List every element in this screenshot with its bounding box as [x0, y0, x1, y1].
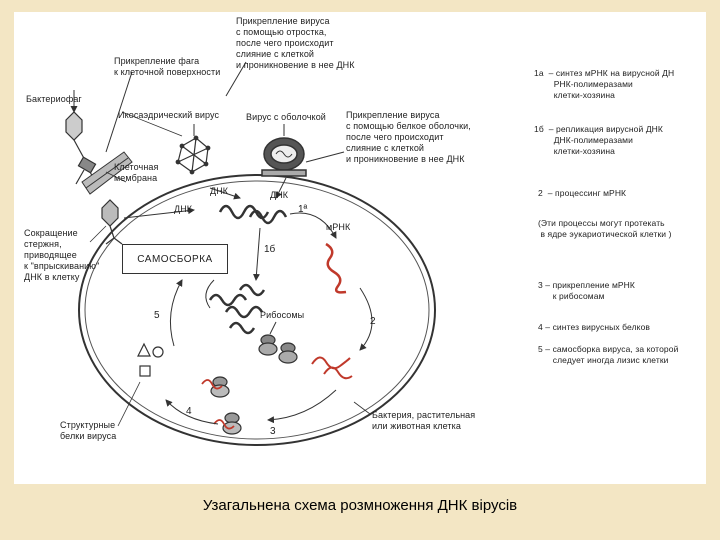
- mrna-strand: [325, 242, 347, 294]
- label-mrna: мРНК: [326, 222, 351, 232]
- legend-note: (Эти процессы могут протекать в ядре эук…: [538, 218, 672, 239]
- label-dna-1: ДНК: [210, 186, 229, 196]
- diagram-panel: Бактериофаг Прикрепление фага к клеточно…: [14, 12, 706, 484]
- step-2: 2: [370, 316, 376, 327]
- legend-1b: 1б – репликация вирусной ДНК ДНК-полимер…: [534, 124, 663, 156]
- viral-dna-strand: [218, 204, 270, 220]
- host-cell-inner: [84, 180, 430, 440]
- label-phage-attach: Прикрепление фага к клеточной поверхност…: [114, 56, 221, 77]
- label-enveloped-virus: Вирус с оболочкой: [246, 112, 326, 122]
- step-3: 3: [270, 426, 276, 437]
- step-4: 4: [186, 406, 192, 417]
- step-1b: 1б: [264, 244, 276, 255]
- label-ribosomes: Рибосомы: [260, 310, 305, 320]
- enveloped-virus-icon: [261, 137, 307, 177]
- label-host-cell: Бактерия, растительная или животная клет…: [372, 410, 476, 431]
- legend-2: 2 – процессинг мРНК: [538, 188, 627, 198]
- label-cell-membrane: Клеточная мембрана: [114, 162, 159, 183]
- label-envelope-attach: Прикрепление вируса с помощью белкое обо…: [346, 110, 471, 164]
- step-5: 5: [154, 310, 160, 321]
- dna-virus-replication-diagram: [65, 61, 436, 446]
- injecting-phage-icon: [101, 199, 123, 245]
- icosahedral-virus-icon: [175, 135, 211, 175]
- label-virus-tail-attach: Прикрепление вируса с помощью отростка, …: [236, 16, 355, 70]
- diagram-caption: Узагальнена схема розмноження ДНК вірусі…: [202, 497, 518, 514]
- self-assembly-box: САМОСБОРКА: [122, 244, 228, 274]
- legend-1a: 1а – синтез мРНК на вирусной ДН РНК-поли…: [534, 68, 675, 100]
- label-bacteriophage: Бактериофаг: [26, 94, 82, 104]
- label-dna-2: ДНК: [174, 204, 193, 214]
- ribosome-icon: [258, 334, 298, 364]
- viral-dna-strand-2: [248, 209, 288, 225]
- label-structural-proteins: Структурные белки вируса: [60, 420, 117, 441]
- legend-5: 5 – самосборка вируса, за которой следуе…: [538, 344, 679, 365]
- ribosome-icon-2: [210, 376, 230, 398]
- legend-3: 3 – прикрепление мРНК к рибосомам: [538, 280, 635, 301]
- structural-proteins-icon: [137, 342, 164, 377]
- replicated-dna: [208, 293, 248, 307]
- label-dna-3: ДНК: [270, 190, 289, 200]
- host-cell-outer: [78, 174, 436, 446]
- step-1a: 1ª: [298, 204, 308, 215]
- translating-ribosome-icon: [222, 412, 242, 435]
- label-contraction: Сокращение стержня, приводящее к "впрыск…: [24, 228, 100, 282]
- label-icosahedral-virus: Икосаэдрический вирус: [118, 110, 220, 120]
- legend-4: 4 – синтез вирусных белков: [538, 322, 651, 332]
